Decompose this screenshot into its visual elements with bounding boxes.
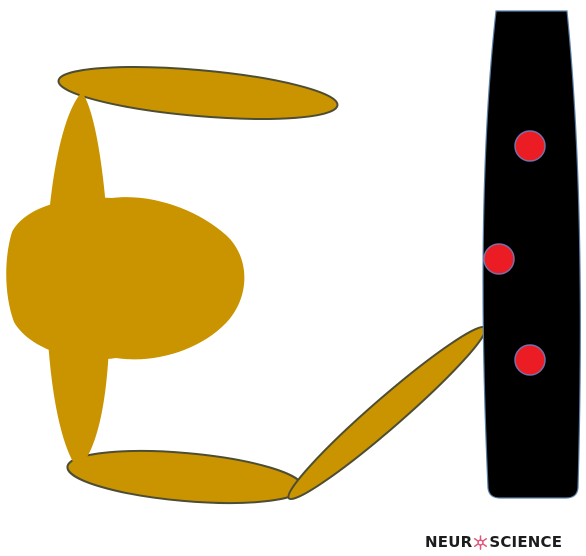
dot-middle (484, 244, 514, 274)
process-diagonal (279, 316, 495, 509)
cell-body-head (6, 197, 244, 359)
process-top (57, 58, 340, 128)
logo-text-part2: SCIENCE (489, 533, 562, 551)
neuron-icon (473, 535, 488, 550)
dot-upper (515, 131, 545, 161)
neuroscience-logo: NEUR SCIENCE (425, 531, 562, 553)
logo-text-part1: NEUR (425, 533, 472, 551)
process-bottom (65, 443, 304, 511)
cell-body (6, 92, 244, 470)
dot-lower (515, 345, 545, 375)
